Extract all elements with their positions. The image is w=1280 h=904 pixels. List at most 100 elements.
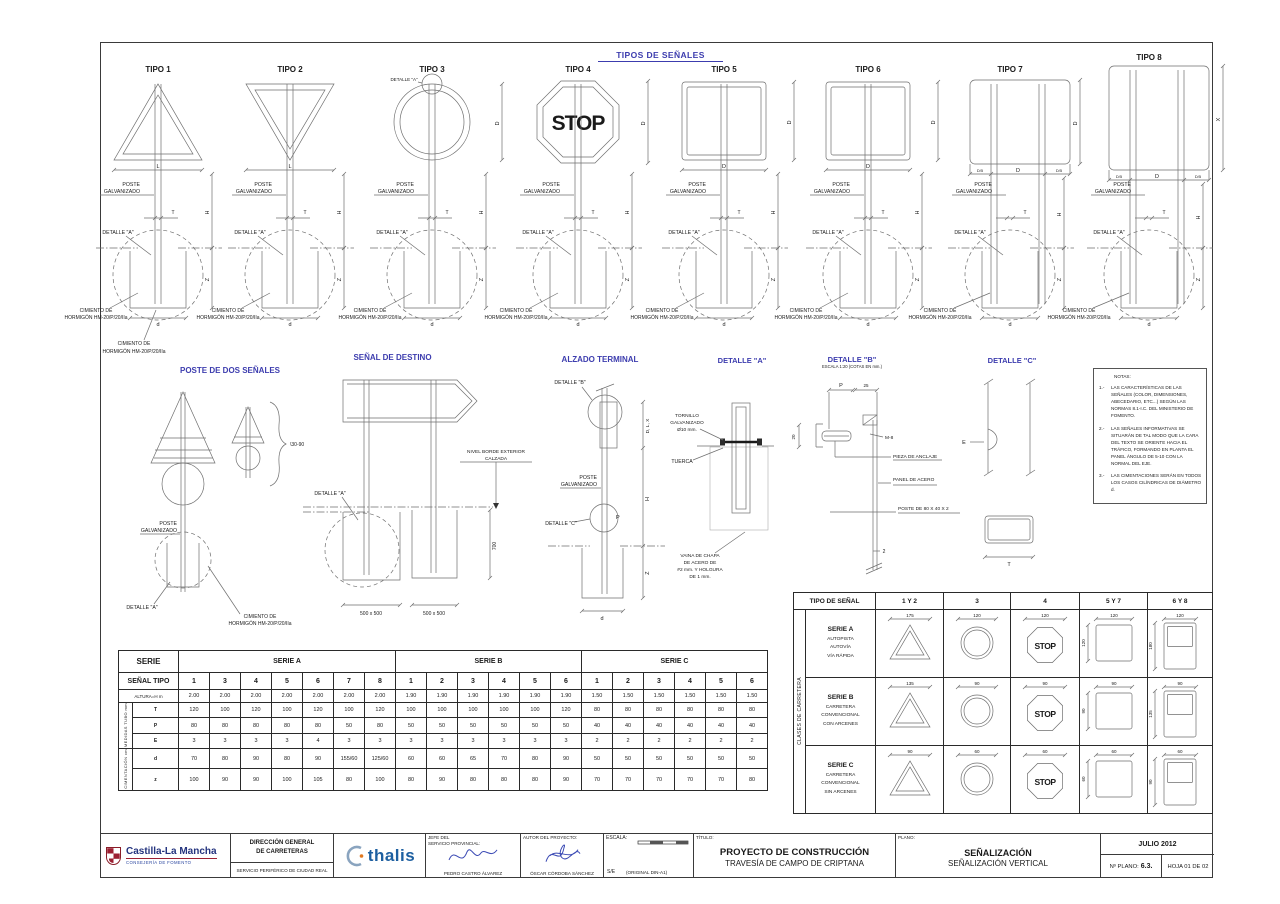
dim-label: H (479, 210, 485, 214)
heading-senal-destino: SEÑAL DE DESTINO (353, 353, 432, 362)
note-text: LAS CIMENTACIONES SERÁN EN TODOS LOS CAS… (1111, 473, 1202, 493)
cimiento-label: CIMIENTO DE (212, 308, 245, 314)
path (1035, 315, 1041, 321)
size-shape-cir: 60 (955, 749, 999, 796)
thalis-logo-icon (346, 845, 364, 866)
rect (1108, 65, 1210, 171)
path (152, 215, 158, 221)
poste-label: GALVANIZADO (104, 189, 140, 195)
dim-label: 120 (973, 613, 981, 618)
path (1038, 84, 1046, 304)
table-cell: SERIE (118, 650, 179, 673)
detalle-a-label: DETALLE "A" (126, 605, 157, 611)
escala-value: S/E (607, 869, 616, 875)
table-cell: 80 (643, 701, 675, 719)
path (143, 309, 157, 341)
table-cell: 2.00 (333, 689, 365, 703)
dim-label: H (1196, 215, 1202, 219)
poste-dos-svg: POSTE GALVANIZADO DETALLE "A" CIMIENTO D… (126, 391, 304, 627)
table-cell: 4 (302, 732, 334, 750)
shape-outline (542, 86, 614, 158)
dim-label: D (866, 164, 870, 170)
shape-outline (888, 692, 931, 728)
table-cell: 6 Y 8 (1147, 592, 1213, 610)
table-cell: 2 (581, 732, 613, 750)
path (955, 752, 961, 758)
table-cell: 40 (581, 717, 613, 734)
table-cell: 50 (395, 717, 427, 734)
figure-title: TIPO 6 (855, 65, 881, 74)
serie-name: SERIE C (827, 762, 854, 770)
path (1152, 688, 1158, 694)
circle (963, 697, 991, 725)
shape-outline (888, 624, 931, 660)
path (775, 245, 781, 251)
autor-name: ÓSCAR CÓRDOBA SÁNCHEZ (530, 871, 594, 876)
dim-label: 120 (1081, 639, 1086, 647)
table-cell: 3 (209, 732, 241, 750)
serie-desc-line: CARRETERA (825, 705, 856, 711)
table-cell: 70 (643, 768, 675, 791)
table-cell: 5 (705, 672, 737, 690)
path (629, 245, 635, 251)
dim-500x500: 500 x 500 (360, 611, 382, 617)
circle (678, 229, 770, 321)
table-cell: 3 (643, 672, 675, 690)
detail-a-drawing (692, 402, 774, 554)
path (1177, 70, 1185, 304)
cimiento-label: HORMIGÓN HM-20/P/20/IIa (196, 314, 259, 321)
rect (681, 81, 767, 161)
stop-sign-text: STOP (1035, 777, 1057, 787)
tornillo-label: Ø10 mm. (677, 427, 697, 433)
table-cell: 1.50 (612, 689, 644, 703)
path (993, 752, 999, 758)
dim-label: 90 (1148, 779, 1153, 785)
table-cell: 2 (674, 732, 706, 750)
path (691, 235, 718, 256)
dim-label: 120 (1041, 613, 1049, 618)
escala-cell: ESCALA: S/E (ORIGINAL DIN-A1) (604, 834, 694, 877)
table-cell: 4 (1010, 592, 1080, 610)
org-name: Castilla-La Mancha (126, 845, 217, 857)
cimiento-label: HORMIGÓN HM-20/P/20/IIa (1047, 314, 1110, 321)
vaina-label: #2 mm. Y HOLGURA (677, 567, 723, 573)
shape-outline (894, 766, 925, 792)
table-cell: 90 (240, 748, 272, 770)
path (241, 292, 271, 309)
dim-label: Z (915, 277, 921, 281)
cimiento-label: CIMIENTO DE (354, 308, 387, 314)
detalle-b-scale-note: ESCALA 1:20 (COTAS EN mm.) (822, 364, 882, 369)
dim-700: 700 (492, 542, 498, 551)
path (1193, 616, 1199, 622)
dim-label: D (722, 164, 726, 170)
m8-label: M-8 (885, 435, 894, 441)
detalle-a-svg: TORNILLO GALVANIZADO Ø10 mm. TUERCA VAIN… (670, 402, 774, 580)
circle (1103, 229, 1195, 321)
dim-label: 60 (1081, 776, 1086, 782)
dim-label: T (591, 210, 594, 216)
poste-label: GALVANIZADO (378, 189, 414, 195)
dim-label: D (1155, 174, 1159, 180)
path (1127, 177, 1133, 183)
detalle-a-label: DETALLE "A" (812, 230, 843, 236)
table-cell: E (132, 732, 179, 750)
table-cell: 2.00 (240, 689, 272, 703)
figure-title: TIPO 8 (1136, 53, 1162, 62)
path (927, 684, 932, 690)
path (1152, 756, 1158, 762)
path (1206, 177, 1212, 183)
table-cell: 70 (488, 748, 520, 770)
note-text: LAS SEÑALES INFORMATIVAS SE SITUARÁN DE … (1111, 425, 1199, 467)
dim-label: H (915, 210, 921, 214)
path (1152, 620, 1158, 626)
table-cell: 100 (209, 701, 241, 719)
table-cell: 50 (643, 748, 675, 770)
table-cell: 80 (302, 717, 334, 734)
